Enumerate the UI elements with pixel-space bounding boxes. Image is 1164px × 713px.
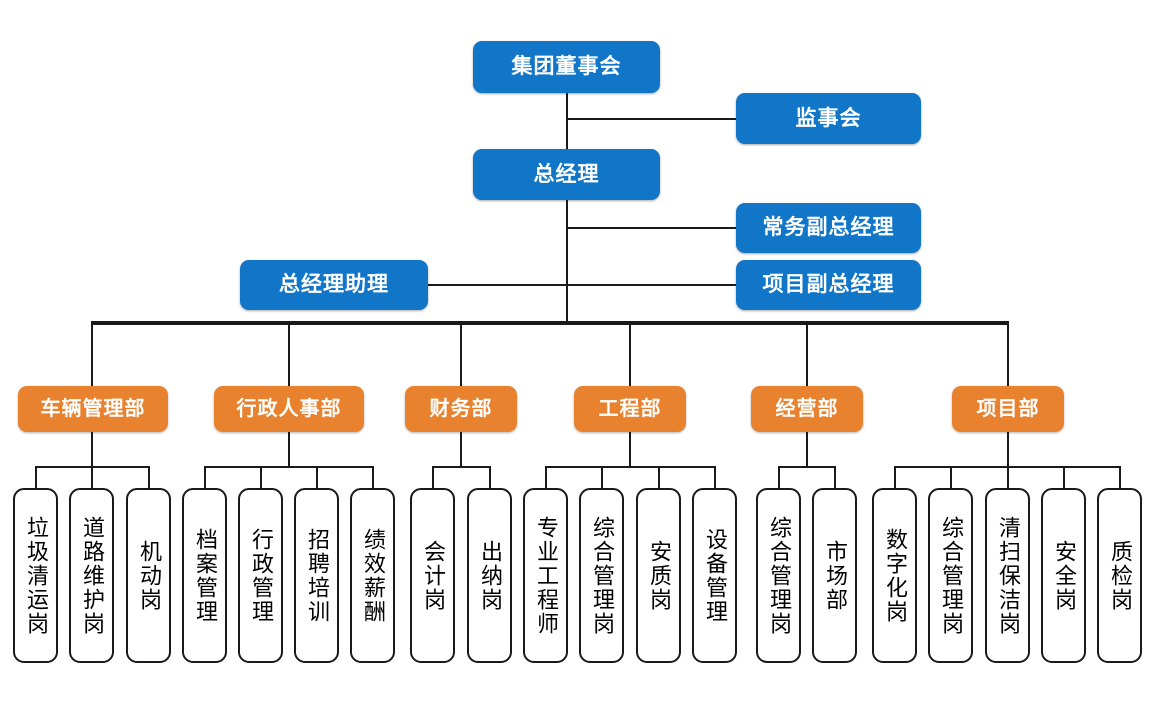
- node-board[interactable]: 集团董事会: [473, 41, 660, 93]
- connector-bus-to-dept-4: [629, 321, 631, 386]
- connector-dept6-drop-3: [1007, 466, 1009, 488]
- node-gm-assistant[interactable]: 总经理助理: [240, 260, 428, 310]
- node-supervisory-board[interactable]: 监事会: [736, 93, 921, 144]
- position-box[interactable]: 综合管理岗: [756, 488, 801, 663]
- connector-dept5-drop-2: [834, 466, 836, 488]
- connector-dept6-drop-2: [950, 466, 952, 488]
- position-box[interactable]: 档案管理: [182, 488, 227, 663]
- position-box[interactable]: 行政管理: [238, 488, 283, 663]
- dept-admin-hr[interactable]: 行政人事部: [214, 386, 364, 432]
- connector-dept5-drop-1: [778, 466, 780, 488]
- position-box[interactable]: 会计岗: [410, 488, 455, 663]
- connector-dept2-stem: [288, 432, 290, 467]
- position-box[interactable]: 垃圾清运岗: [13, 488, 58, 663]
- connector-dept4-stem: [629, 432, 631, 467]
- connector-bus-to-dept-5: [806, 321, 808, 386]
- connector-board-to-gm: [566, 93, 568, 149]
- connector-gm-to-supervisory: [566, 118, 736, 120]
- connector-dept6-stem: [1007, 432, 1009, 467]
- dept-vehicle-management[interactable]: 车辆管理部: [18, 386, 168, 432]
- connector-dept6-drop-4: [1063, 466, 1065, 488]
- connector-dept1-stem: [91, 432, 93, 467]
- connector-dept6-drop-1: [894, 466, 896, 488]
- position-box[interactable]: 数字化岗: [872, 488, 917, 663]
- dept-operations[interactable]: 经营部: [751, 386, 863, 432]
- position-box[interactable]: 安质岗: [636, 488, 681, 663]
- connector-dept4-drop-3: [658, 466, 660, 488]
- connector-bus-to-dept-6: [1007, 321, 1009, 386]
- connector-gm-to-assistant: [428, 284, 566, 286]
- connector-bus-to-dept-3: [460, 321, 462, 386]
- dept-engineering[interactable]: 工程部: [574, 386, 686, 432]
- connector-dept4-drop-1: [545, 466, 547, 488]
- connector-dept3-rail: [432, 466, 490, 468]
- connector-dept5-stem: [806, 432, 808, 467]
- position-box[interactable]: 综合管理岗: [579, 488, 624, 663]
- position-box[interactable]: 质检岗: [1097, 488, 1142, 663]
- position-box[interactable]: 市场部: [812, 488, 857, 663]
- dept-finance[interactable]: 财务部: [405, 386, 517, 432]
- position-box[interactable]: 道路维护岗: [69, 488, 114, 663]
- position-box[interactable]: 设备管理: [692, 488, 737, 663]
- position-box[interactable]: 综合管理岗: [928, 488, 973, 663]
- position-box[interactable]: 招聘培训: [294, 488, 339, 663]
- node-project-deputy-gm[interactable]: 项目副总经理: [736, 260, 921, 310]
- connector-gm-to-exec-deputy: [566, 227, 736, 229]
- position-box[interactable]: 安全岗: [1041, 488, 1086, 663]
- node-executive-deputy-gm[interactable]: 常务副总经理: [736, 203, 921, 253]
- connector-dept2-drop-3: [316, 466, 318, 488]
- connector-dept1-drop-1: [35, 466, 37, 488]
- connector-dept5-rail: [778, 466, 836, 468]
- dept-project[interactable]: 项目部: [952, 386, 1064, 432]
- connector-dept4-rail: [545, 466, 716, 468]
- connector-gm-to-bus: [566, 200, 568, 324]
- connector-bus-to-dept-1: [91, 321, 93, 386]
- connector-dept4-drop-2: [601, 466, 603, 488]
- connector-dept2-drop-2: [260, 466, 262, 488]
- connector-dept2-drop-4: [372, 466, 374, 488]
- connector-dept4-drop-4: [714, 466, 716, 488]
- connector-dept3-drop-2: [489, 466, 491, 488]
- connector-dept2-rail: [204, 466, 374, 468]
- connector-dept2-drop-1: [204, 466, 206, 488]
- department-bus: [91, 321, 1009, 325]
- node-general-manager[interactable]: 总经理: [473, 149, 660, 200]
- connector-dept1-drop-3: [148, 466, 150, 488]
- position-box[interactable]: 专业工程师: [523, 488, 568, 663]
- position-box[interactable]: 机动岗: [126, 488, 171, 663]
- position-box[interactable]: 绩效薪酬: [350, 488, 395, 663]
- connector-bus-to-dept-2: [288, 321, 290, 386]
- position-box[interactable]: 清扫保洁岗: [985, 488, 1030, 663]
- connector-gm-to-project-deputy: [566, 284, 736, 286]
- position-box[interactable]: 出纳岗: [467, 488, 512, 663]
- connector-dept6-drop-5: [1119, 466, 1121, 488]
- connector-dept3-drop-1: [432, 466, 434, 488]
- connector-dept3-stem: [460, 432, 462, 467]
- connector-dept1-drop-2: [91, 466, 93, 488]
